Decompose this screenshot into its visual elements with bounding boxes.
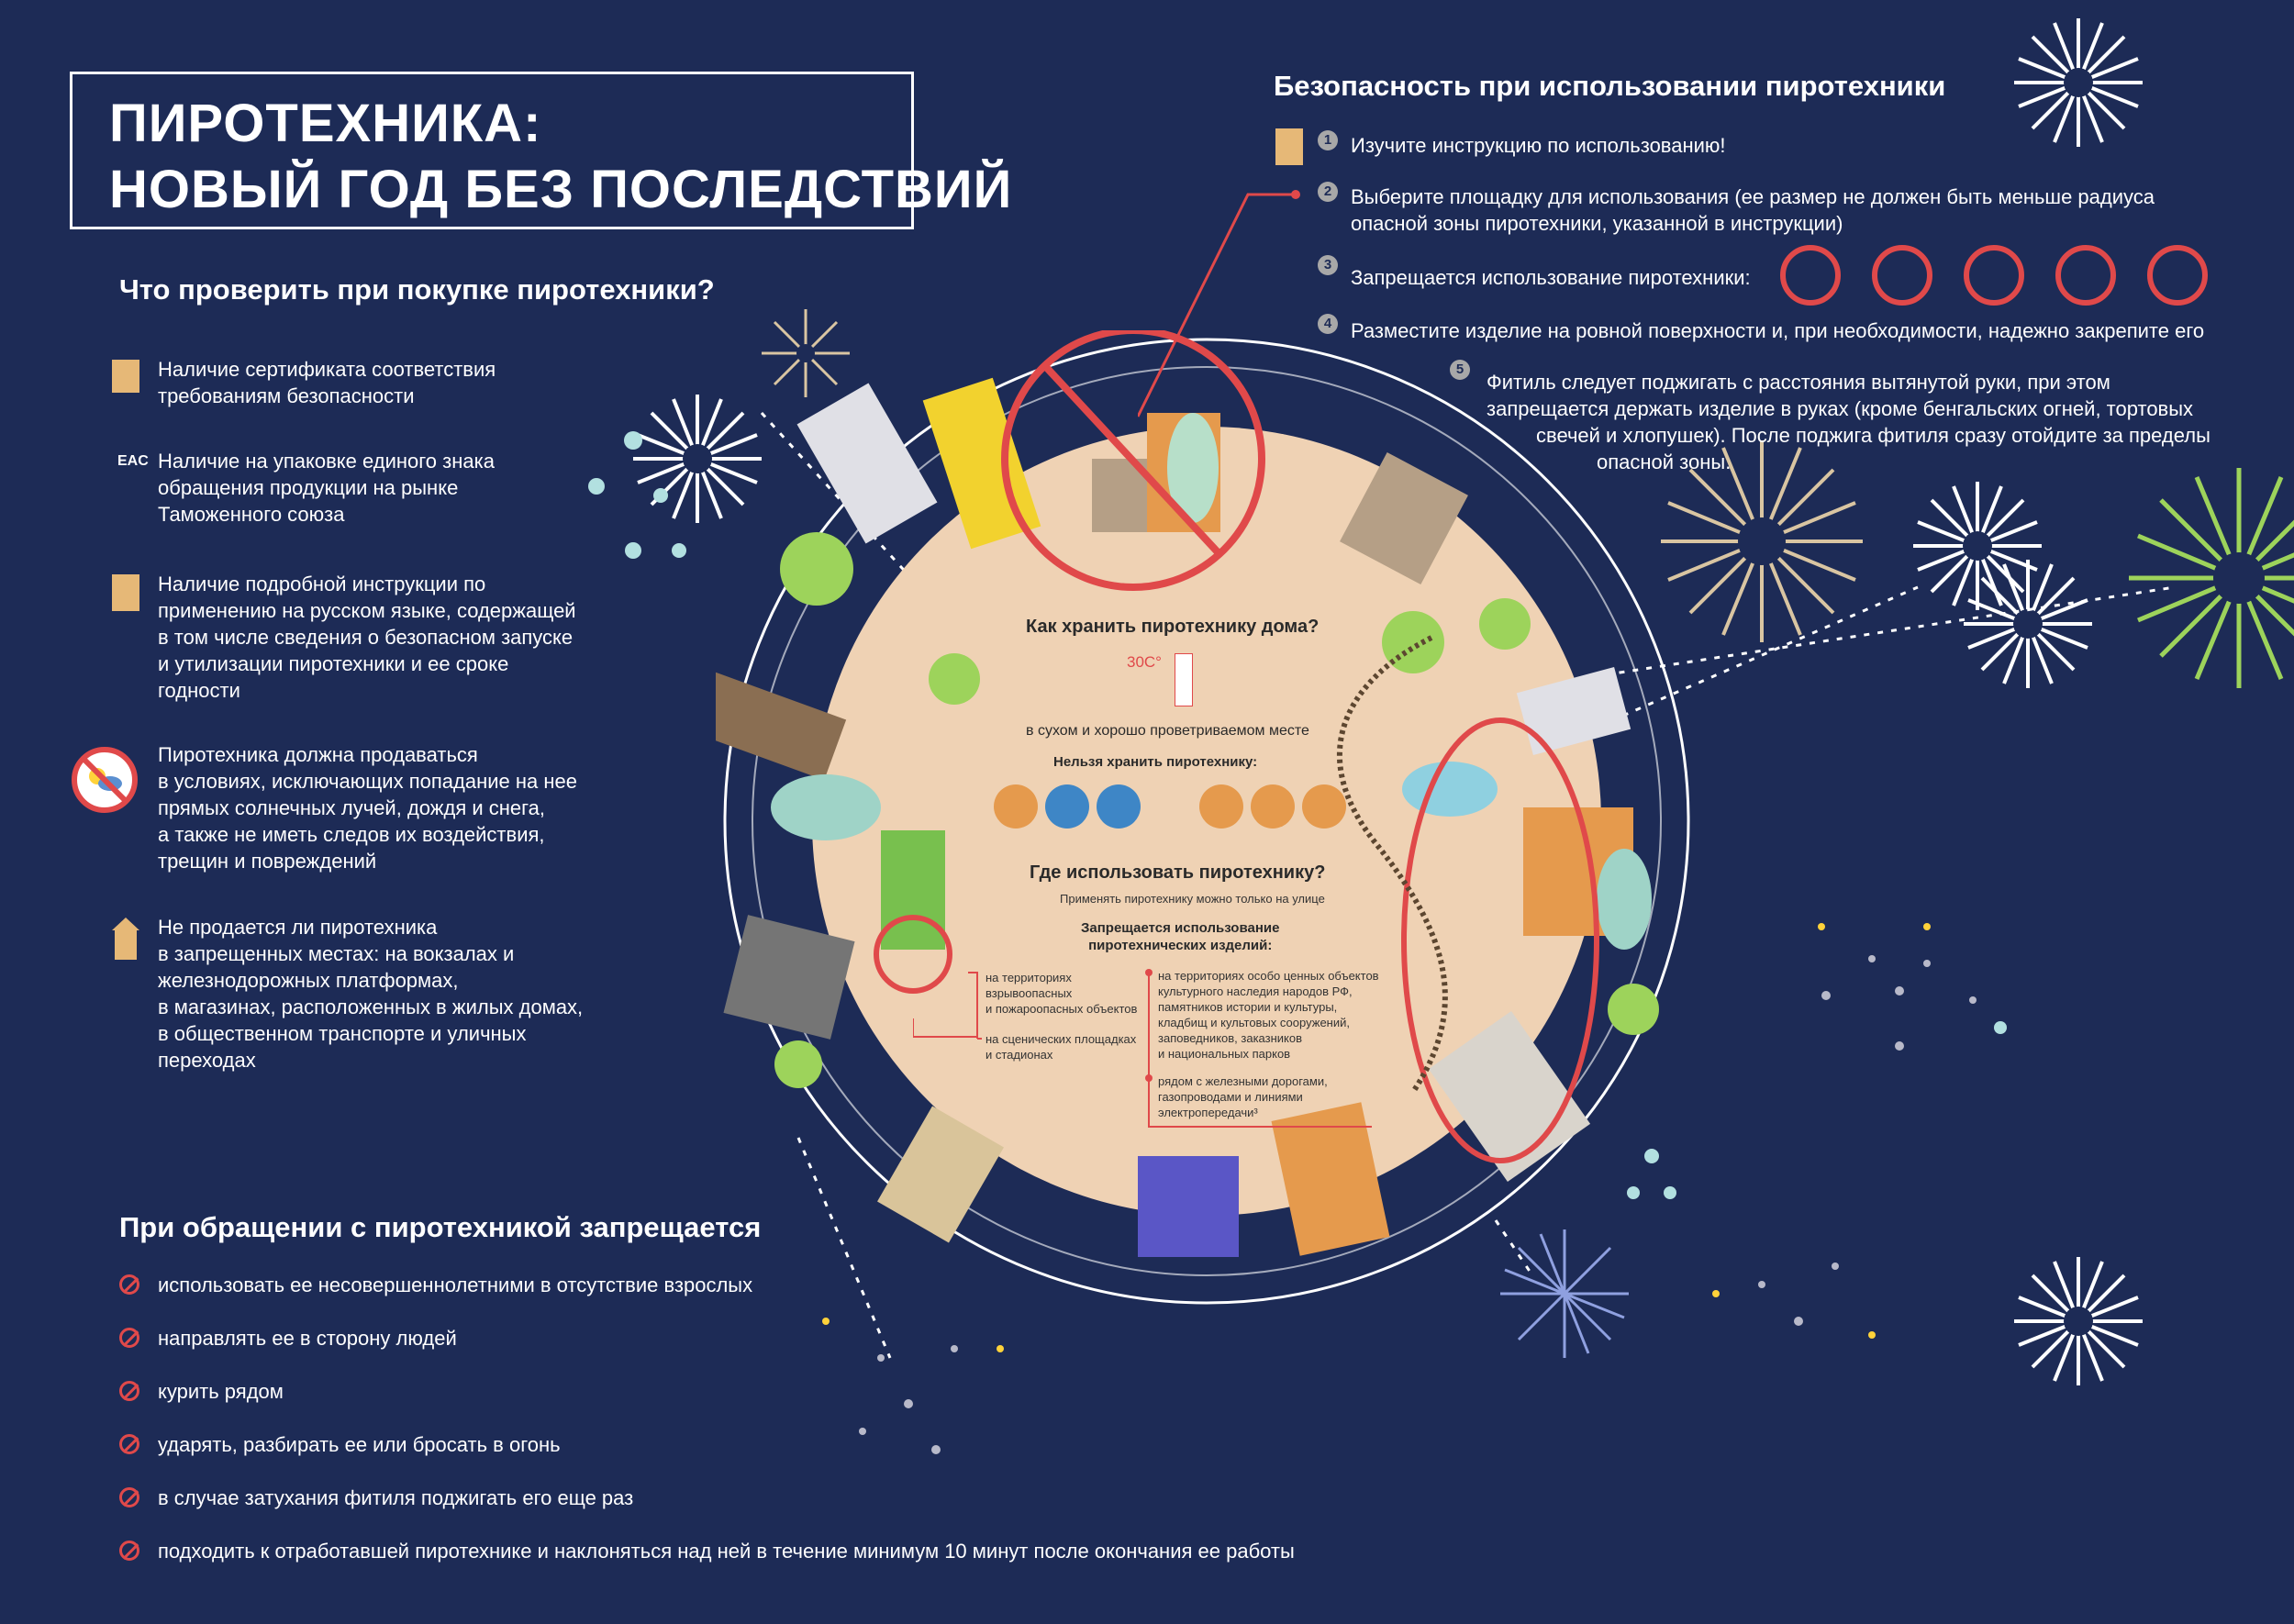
use-heading: Где использовать пиротехнику? — [1030, 862, 1326, 883]
no-rain-icon — [1780, 245, 1841, 306]
temperature-label: 30С° — [1127, 653, 1162, 671]
no-fire-icon — [2147, 245, 2208, 306]
prohibited-heading: При обращении с пиротехникой запрещается — [119, 1211, 762, 1243]
no-alcohol-icon — [1964, 245, 2024, 306]
certificate-icon — [112, 360, 139, 393]
no-weather-icon — [72, 747, 138, 813]
title-line-2: НОВЫЙ ГОД БЕЗ ПОСЛЕДСТВИЙ — [109, 160, 1013, 219]
prohibit-icon — [119, 1487, 139, 1507]
forbid-left-item-2: на сценических площадках и стадионах — [986, 1032, 1137, 1062]
title-box: ПИРОТЕХНИКА: НОВЫЙ ГОД БЕЗ ПОСЛЕДСТВИЙ — [70, 72, 1011, 229]
forbid-connector-lines — [913, 969, 1372, 1128]
prohibit-icon — [119, 1434, 139, 1454]
use-subtext: Применять пиротехнику можно только на ул… — [1060, 892, 1325, 906]
step-number: 3 — [1318, 255, 1338, 275]
house-icon — [112, 918, 139, 960]
storage-heading: Как хранить пиротехнику дома? — [1026, 617, 1320, 637]
no-store-heading: Нельзя хранить пиротехнику: — [1053, 754, 1258, 770]
prohibit-icon — [119, 1328, 139, 1348]
step-1-text: Изучите инструкцию по использованию! — [1351, 134, 1726, 157]
no-store-heater-icon — [994, 784, 1038, 829]
forbid-left-item-1: на территориях взрывоопасных и пожароопа… — [986, 971, 1138, 1016]
step-4-text: Разместите изделие на ровной поверхности… — [1351, 319, 2205, 342]
no-store-boxes-icon — [1302, 784, 1346, 829]
step-number: 4 — [1318, 314, 1338, 334]
no-store-radiator-icon — [1251, 784, 1295, 829]
no-store-icons — [994, 784, 1346, 836]
step-3-text: Запрещается использование пиротехники: — [1351, 266, 1751, 289]
thermometer-icon — [1175, 653, 1193, 706]
prohibit-icon — [119, 1274, 139, 1295]
prohibit-icon — [119, 1381, 139, 1401]
prohibit-icon — [119, 1541, 139, 1561]
storage-text: в сухом и хорошо проветриваемом месте — [1026, 723, 1309, 739]
forbid-right-item-2: рядом с железными дорогами, газопроводам… — [1158, 1074, 1328, 1119]
no-store-shower-icon — [1045, 784, 1089, 829]
forbid-right-item-1: на территориях особо ценных объектов кул… — [1158, 969, 1379, 1061]
instruction-icon — [112, 574, 139, 611]
no-store-fire-icon — [1199, 784, 1243, 829]
purchase-heading: Что проверить при покупке пиротехники? — [119, 273, 715, 306]
step-number: 1 — [1318, 130, 1338, 150]
no-night-icon — [2055, 245, 2116, 306]
step-number: 5 — [1450, 360, 1470, 380]
safety-heading: Безопасность при использовании пиротехни… — [1274, 70, 1946, 102]
no-store-fridge-icon — [1097, 784, 1141, 829]
instruction-icon — [1275, 128, 1303, 165]
no-wind-icon — [1872, 245, 1932, 306]
firework-burst — [2012, 17, 2144, 149]
forbid-heading: Запрещается использование пиротехнически… — [1081, 920, 1280, 953]
eac-mark-icon: EAC — [117, 453, 149, 469]
step-2-text: Выберите площадку для использования (ее … — [1351, 185, 2155, 235]
step-number: 2 — [1318, 182, 1338, 202]
title-line-1: ПИРОТЕХНИКА: — [109, 94, 542, 153]
prohibited-conditions-icons — [1780, 245, 2221, 313]
pointer-line — [1138, 190, 1300, 417]
step-5-text: Фитиль следует поджигать с расстояния вы… — [1487, 371, 2210, 473]
